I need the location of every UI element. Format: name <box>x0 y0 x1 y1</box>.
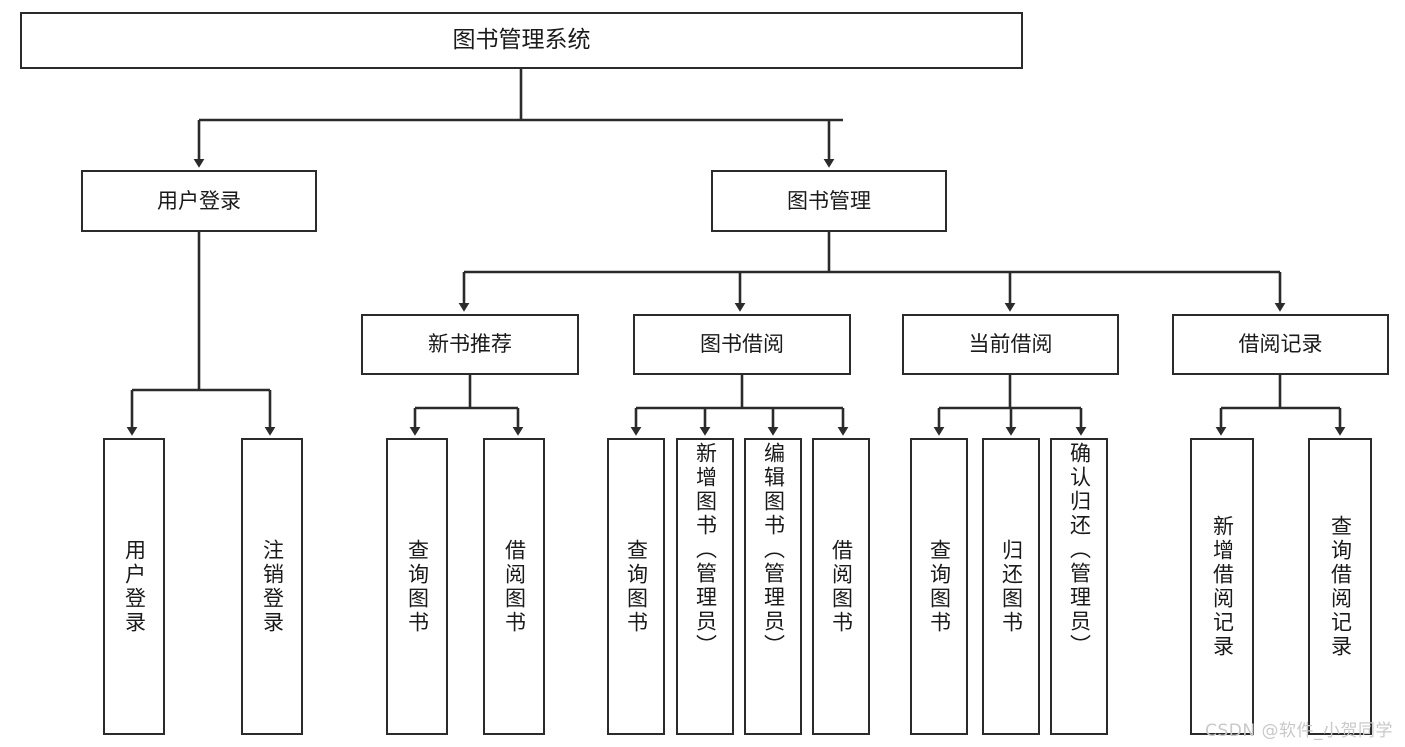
node-label: 借阅图书 <box>502 538 527 635</box>
node-label: 图书管理 <box>787 188 871 213</box>
leaf-add-borrow-record[interactable]: 新增借阅记录 <box>1190 438 1254 735</box>
leaf-query-book-borrow[interactable]: 查询图书 <box>607 438 665 735</box>
node-label: 注销登录 <box>260 538 285 635</box>
node-book-borrow[interactable]: 图书借阅 <box>633 314 851 375</box>
leaf-query-book-newbook[interactable]: 查询图书 <box>386 438 448 735</box>
node-label: 编辑图书（管理员） <box>761 442 786 658</box>
node-label: 新书推荐 <box>428 332 512 357</box>
leaf-query-borrow-record[interactable]: 查询借阅记录 <box>1308 438 1372 735</box>
node-label: 确认归还（管理员） <box>1067 442 1092 658</box>
node-label: 归还图书 <box>999 538 1024 635</box>
node-label: 新增图书（管理员） <box>693 442 718 658</box>
leaf-return-book[interactable]: 归还图书 <box>982 438 1040 735</box>
node-book-management[interactable]: 图书管理 <box>711 170 947 232</box>
node-label: 新增借阅记录 <box>1210 514 1235 659</box>
node-label: 查询图书 <box>927 538 952 635</box>
node-label: 借阅图书 <box>829 538 854 635</box>
node-root-system[interactable]: 图书管理系统 <box>20 12 1023 69</box>
leaf-edit-book-admin[interactable]: 编辑图书（管理员） <box>744 438 802 735</box>
node-label: 查询图书 <box>405 538 430 635</box>
leaf-user-logout[interactable]: 注销登录 <box>241 438 303 735</box>
leaf-borrow-book-newbook[interactable]: 借阅图书 <box>483 438 545 735</box>
node-user-login[interactable]: 用户登录 <box>81 170 317 232</box>
node-label: 借阅记录 <box>1238 332 1323 357</box>
node-label: 用户登录 <box>122 538 147 635</box>
leaf-query-book-current[interactable]: 查询图书 <box>910 438 968 735</box>
node-label: 查询图书 <box>624 538 649 635</box>
leaf-add-book-admin[interactable]: 新增图书（管理员） <box>676 438 734 735</box>
node-current-borrow[interactable]: 当前借阅 <box>902 314 1119 375</box>
node-label: 当前借阅 <box>968 332 1053 357</box>
node-label: 图书管理系统 <box>452 26 591 53</box>
node-label: 查询借阅记录 <box>1328 514 1353 659</box>
leaf-user-login[interactable]: 用户登录 <box>103 438 165 735</box>
node-borrow-record[interactable]: 借阅记录 <box>1172 314 1389 375</box>
node-label: 图书借阅 <box>700 332 784 357</box>
leaf-confirm-return-admin[interactable]: 确认归还（管理员） <box>1050 438 1108 735</box>
node-new-book-recommend[interactable]: 新书推荐 <box>361 314 579 375</box>
node-label: 用户登录 <box>157 188 241 213</box>
leaf-borrow-book-borrow[interactable]: 借阅图书 <box>812 438 870 735</box>
